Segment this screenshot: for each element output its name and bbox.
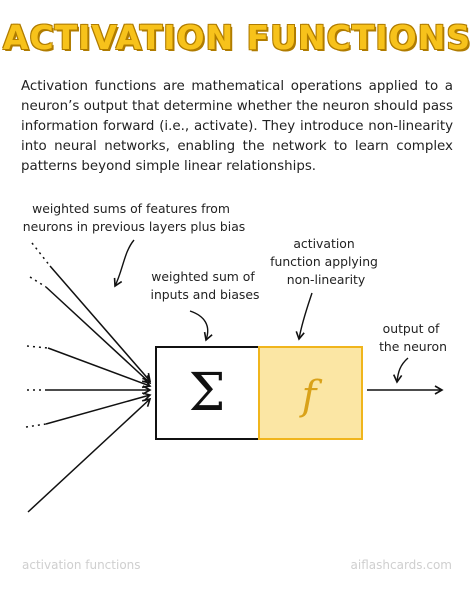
sum-symbol: Σ [189,363,226,423]
input-line-5 [45,392,152,425]
input-line-3-dots [26,345,49,349]
page-title: ACTIVATION FUNCTIONS [2,18,472,57]
output-label-pointer [392,357,409,384]
input-line-5-dots [25,423,47,428]
input-line-6 [27,397,152,513]
inputs-label: weighted sums of features from neurons i… [23,201,246,234]
input-line-2 [45,286,152,385]
intro-paragraph: Activation functions are mathematical op… [21,79,453,174]
input-line-1-dots [31,242,51,267]
input-line-3 [47,347,152,389]
activation-function-box [258,346,363,440]
output-label: output of the neuron [379,321,447,354]
input-line-2-dots [29,276,47,288]
sum-box [155,346,260,440]
activation-label: activation function applying non-lineari… [270,236,382,287]
sum-label-pointer [189,310,213,342]
input-lines [25,242,152,513]
footer-topic: activation functions [22,558,141,572]
sum-label: weighted sum of inputs and biases [151,269,260,302]
input-line-1 [49,265,152,383]
inputs-label-pointer [113,239,135,288]
footer-site: aiflashcards.com [350,558,452,572]
activation-label-pointer [295,292,313,341]
